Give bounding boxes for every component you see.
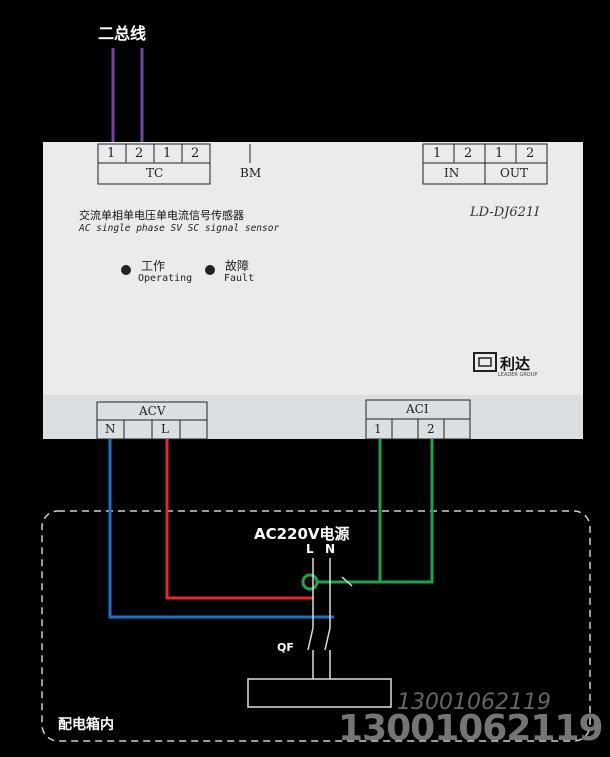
load-box — [247, 678, 392, 708]
operating-led — [121, 265, 131, 275]
acv-label: ACV — [139, 404, 166, 418]
acv-terminal-block — [96, 401, 208, 440]
breaker-qf — [307, 622, 331, 679]
bus-label: 二总线 — [98, 24, 147, 43]
power-n-label: N — [325, 542, 336, 556]
tc-terminal-1: 1 — [107, 146, 116, 161]
operating-label-en: Operating — [138, 273, 193, 284]
bm-label: BM — [240, 166, 262, 180]
breaker-qf-label: QF — [277, 641, 294, 654]
brand-name: 利达 — [500, 355, 531, 373]
module-title-en: AC single phase SV SC signal sensor — [79, 223, 280, 234]
brand-logo-mark — [473, 352, 497, 372]
module-body — [43, 142, 583, 439]
tc-terminal-block — [97, 143, 211, 185]
in-out-terminal-block — [422, 143, 548, 185]
power-source-label: AC220V电源 — [254, 525, 350, 543]
in-label: IN — [444, 166, 460, 180]
aci-label: ACI — [406, 402, 429, 416]
out-label: OUT — [500, 166, 528, 180]
neutral-wire — [108, 439, 334, 619]
power-l-label: L — [306, 542, 314, 556]
current-transformer — [301, 573, 319, 591]
aci-terminal-2: 2 — [427, 422, 435, 436]
aci-terminal-block — [365, 399, 471, 440]
acv-terminal-n: N — [105, 422, 116, 436]
in-terminal-1: 1 — [433, 146, 442, 161]
tc-terminal-2: 2 — [135, 146, 144, 161]
out-terminal-1: 1 — [495, 146, 504, 161]
operating-label-cn: 工作 — [141, 259, 166, 273]
watermark-phone-small: 13001062119 — [397, 690, 551, 715]
neutral-marker — [341, 576, 353, 587]
out-terminal-2: 2 — [526, 146, 535, 161]
tc-terminal-4: 2 — [191, 146, 200, 161]
acv-terminal-l: L — [161, 422, 169, 436]
in-terminal-2: 2 — [464, 146, 473, 161]
tc-terminal-3: 1 — [163, 146, 172, 161]
module-title-cn: 交流单相单电压单电流信号传感器 — [79, 209, 244, 222]
fault-led — [205, 265, 215, 275]
distribution-box-label: 配电箱内 — [58, 717, 114, 733]
brand-subtitle: LEADER GROUP — [498, 372, 538, 378]
watermark-phone-large: 13001062119 — [338, 708, 604, 749]
live-wire — [165, 439, 313, 600]
tc-label: TC — [146, 166, 164, 180]
model-number: LD-DJ621I — [470, 205, 540, 220]
fault-label-cn: 故障 — [225, 259, 250, 273]
fault-label-en: Fault — [224, 273, 255, 284]
ct-wire-2 — [380, 439, 434, 584]
aci-terminal-1: 1 — [374, 422, 382, 436]
distribution-box-border — [41, 510, 591, 742]
